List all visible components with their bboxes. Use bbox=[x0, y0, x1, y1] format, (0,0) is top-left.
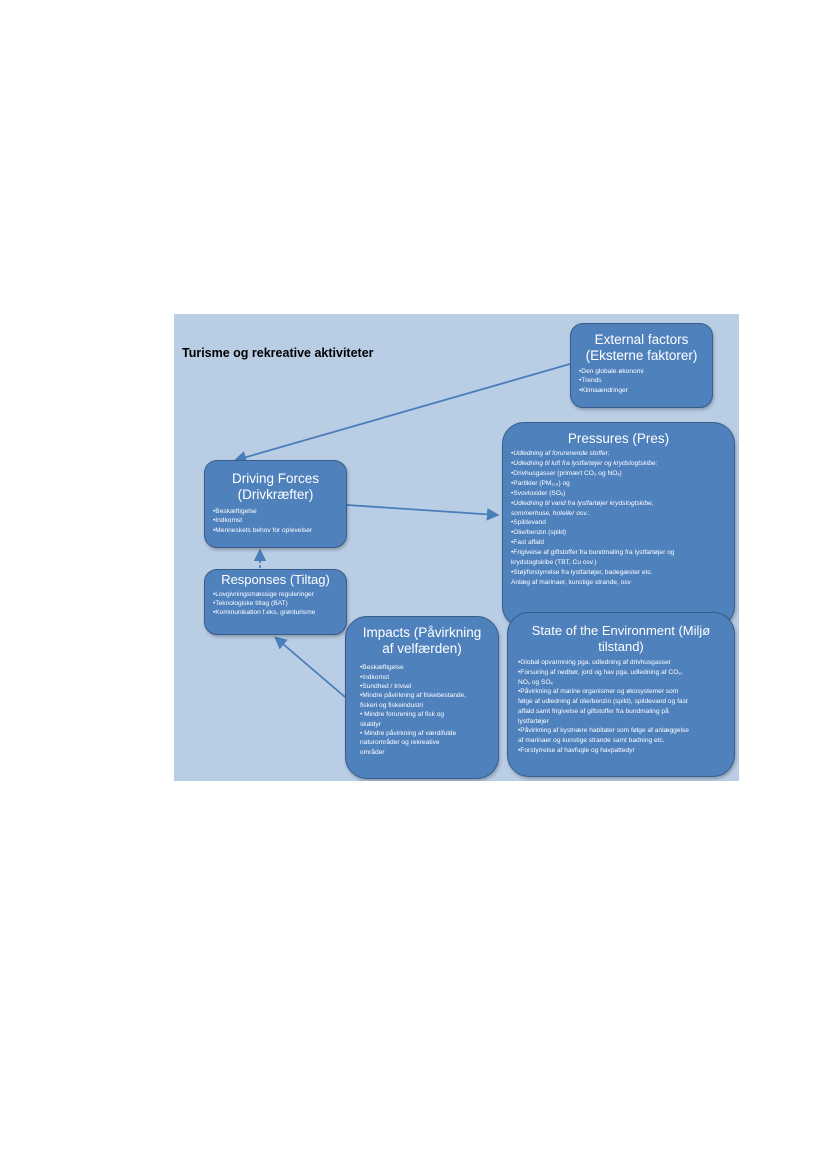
list-item: •Svovloxider (SOₓ) bbox=[511, 489, 566, 497]
state-of-environment-box: State of the Environment (Miljø tilstand… bbox=[507, 612, 735, 777]
impacts-box: Impacts (Påvirkning af velfærden) •Beskæ… bbox=[345, 616, 499, 779]
list-item: •Beskæftigelse bbox=[213, 508, 257, 516]
list-item: naturområder og rekreative bbox=[360, 739, 440, 747]
list-item: •Frigivelse af giftstoffer fra bundmalin… bbox=[511, 549, 675, 557]
list-item: følge af udledning af olie/benzin (spild… bbox=[518, 698, 688, 706]
external-factors-list: •Den globale økonomi•Trends•Klimaændring… bbox=[571, 364, 712, 394]
list-item: •Forsuring af nedbør, jord og hav pga. u… bbox=[518, 668, 683, 676]
list-item: •Trends bbox=[579, 377, 602, 385]
list-item: •Den globale økonomi bbox=[579, 368, 644, 376]
list-item: skaldyr bbox=[360, 720, 381, 728]
list-item: NOₓ og SOₓ bbox=[518, 678, 553, 686]
diagram-arrows bbox=[233, 363, 571, 698]
pressures-box: Pressures (Pres) •Udledning af forurenen… bbox=[502, 422, 735, 628]
list-item: •Mindre påvirkning af fiskebestande, bbox=[360, 692, 467, 700]
list-item: •Fast affald bbox=[511, 539, 544, 547]
list-item: •Olie/benzin (spild) bbox=[511, 529, 567, 537]
responses-box: Responses (Tiltag) •Lovgivningsmæssige r… bbox=[204, 569, 347, 635]
external-factors-title: External factors (Eksterne faktorer) bbox=[585, 332, 698, 364]
state-of-environment-list: •Global opvarmning pga. udledning af dri… bbox=[508, 654, 734, 756]
pressures-title: Pressures (Pres) bbox=[567, 431, 670, 446]
list-item: •Påvirkning af kystnære habitater som fø… bbox=[518, 727, 689, 735]
list-item: fiskeri og fiskeindustri bbox=[360, 701, 424, 709]
list-item: •Udledning til luft fra lystfartøjer og … bbox=[511, 460, 658, 468]
list-item: •Spildevand bbox=[511, 519, 546, 527]
list-item: •Drivhusgasser (primært CO₂ og NOₓ) bbox=[511, 469, 622, 477]
external-factors-box: External factors (Eksterne faktorer) •De… bbox=[570, 323, 713, 408]
list-item: •Udledning til vand fra lystfartøjer kry… bbox=[511, 499, 654, 507]
list-item: lystfartøjer bbox=[518, 717, 549, 725]
list-item: sommerhuse, hoteller osv.: bbox=[511, 509, 590, 517]
list-item: •Påvirkning af marine organismer og økos… bbox=[518, 688, 679, 696]
list-item: af marinaer og kunstige strande samt bad… bbox=[518, 737, 665, 745]
list-item: • Mindre påvirkning af værdifulde bbox=[360, 729, 457, 737]
list-item: •Indkomst bbox=[360, 673, 390, 681]
list-item: •Partikler (PM₂,₅) og bbox=[511, 479, 570, 487]
arrow-external-to-driving bbox=[233, 363, 571, 464]
list-item: •Forstyrrelse af havfugle og havpattedyr bbox=[518, 746, 635, 754]
list-item: •Kommunikation f.eks. grønturisme bbox=[213, 608, 316, 616]
list-item: •Global opvarmning pga. udledning af dri… bbox=[518, 659, 671, 667]
driving-forces-box: Driving Forces (Drivkræfter) •Beskæftige… bbox=[204, 460, 347, 548]
arrow-driving-to-pressures bbox=[346, 504, 500, 521]
list-item: Anlæg af marinaer, kunstige strande, osv bbox=[511, 578, 631, 586]
diagram-title: Turisme og rekreative aktiviteter bbox=[182, 346, 374, 360]
state-of-environment-title: State of the Environment (Miljø tilstand… bbox=[531, 623, 711, 654]
list-item: •Udledning af forurenende stoffer: bbox=[511, 450, 610, 458]
dpsir-diagram: Turisme og rekreative aktiviteter Extern… bbox=[174, 314, 739, 781]
list-item: •Menneskets behov for oplevelser bbox=[213, 526, 313, 534]
impacts-title: Impacts (Påvirkning af velfærden) bbox=[362, 625, 482, 657]
list-item: •Lovgivningsmæssige reguleringer bbox=[213, 590, 314, 598]
list-item: affald samt frigivelse af giftstoffer fr… bbox=[518, 707, 669, 715]
arrow-impacts-to-responses bbox=[274, 636, 346, 698]
responses-list: •Lovgivningsmæssige reguleringer•Teknolo… bbox=[205, 588, 346, 617]
list-item: •Støj/forstyrrelse fra lystfartøjer, bad… bbox=[511, 568, 653, 576]
list-item: •Klimaændringer bbox=[579, 386, 628, 394]
driving-forces-list: •Beskæftigelse•Indkomst•Menneskets behov… bbox=[205, 503, 346, 534]
responses-title: Responses (Tiltag) bbox=[221, 572, 330, 587]
list-item: •Indkomst bbox=[213, 517, 243, 525]
list-item: • Mindre forurening af fisk og bbox=[360, 711, 445, 719]
impacts-list: •Beskæftigelse•Indkomst •Sundhed / trivse… bbox=[346, 657, 498, 757]
list-item: •Sundhed / trivsel bbox=[360, 683, 412, 691]
list-item: krydstogtskibe (TBT, Cu osv.) bbox=[511, 558, 597, 566]
pressures-list: •Udledning af forurenende stoffer: •Udled… bbox=[503, 447, 734, 587]
list-item: •Teknologiske tiltag (BAT) bbox=[213, 599, 288, 607]
list-item: •Beskæftigelse bbox=[360, 664, 404, 672]
driving-forces-title: Driving Forces (Drivkræfter) bbox=[231, 471, 320, 503]
list-item: områder bbox=[360, 748, 385, 756]
